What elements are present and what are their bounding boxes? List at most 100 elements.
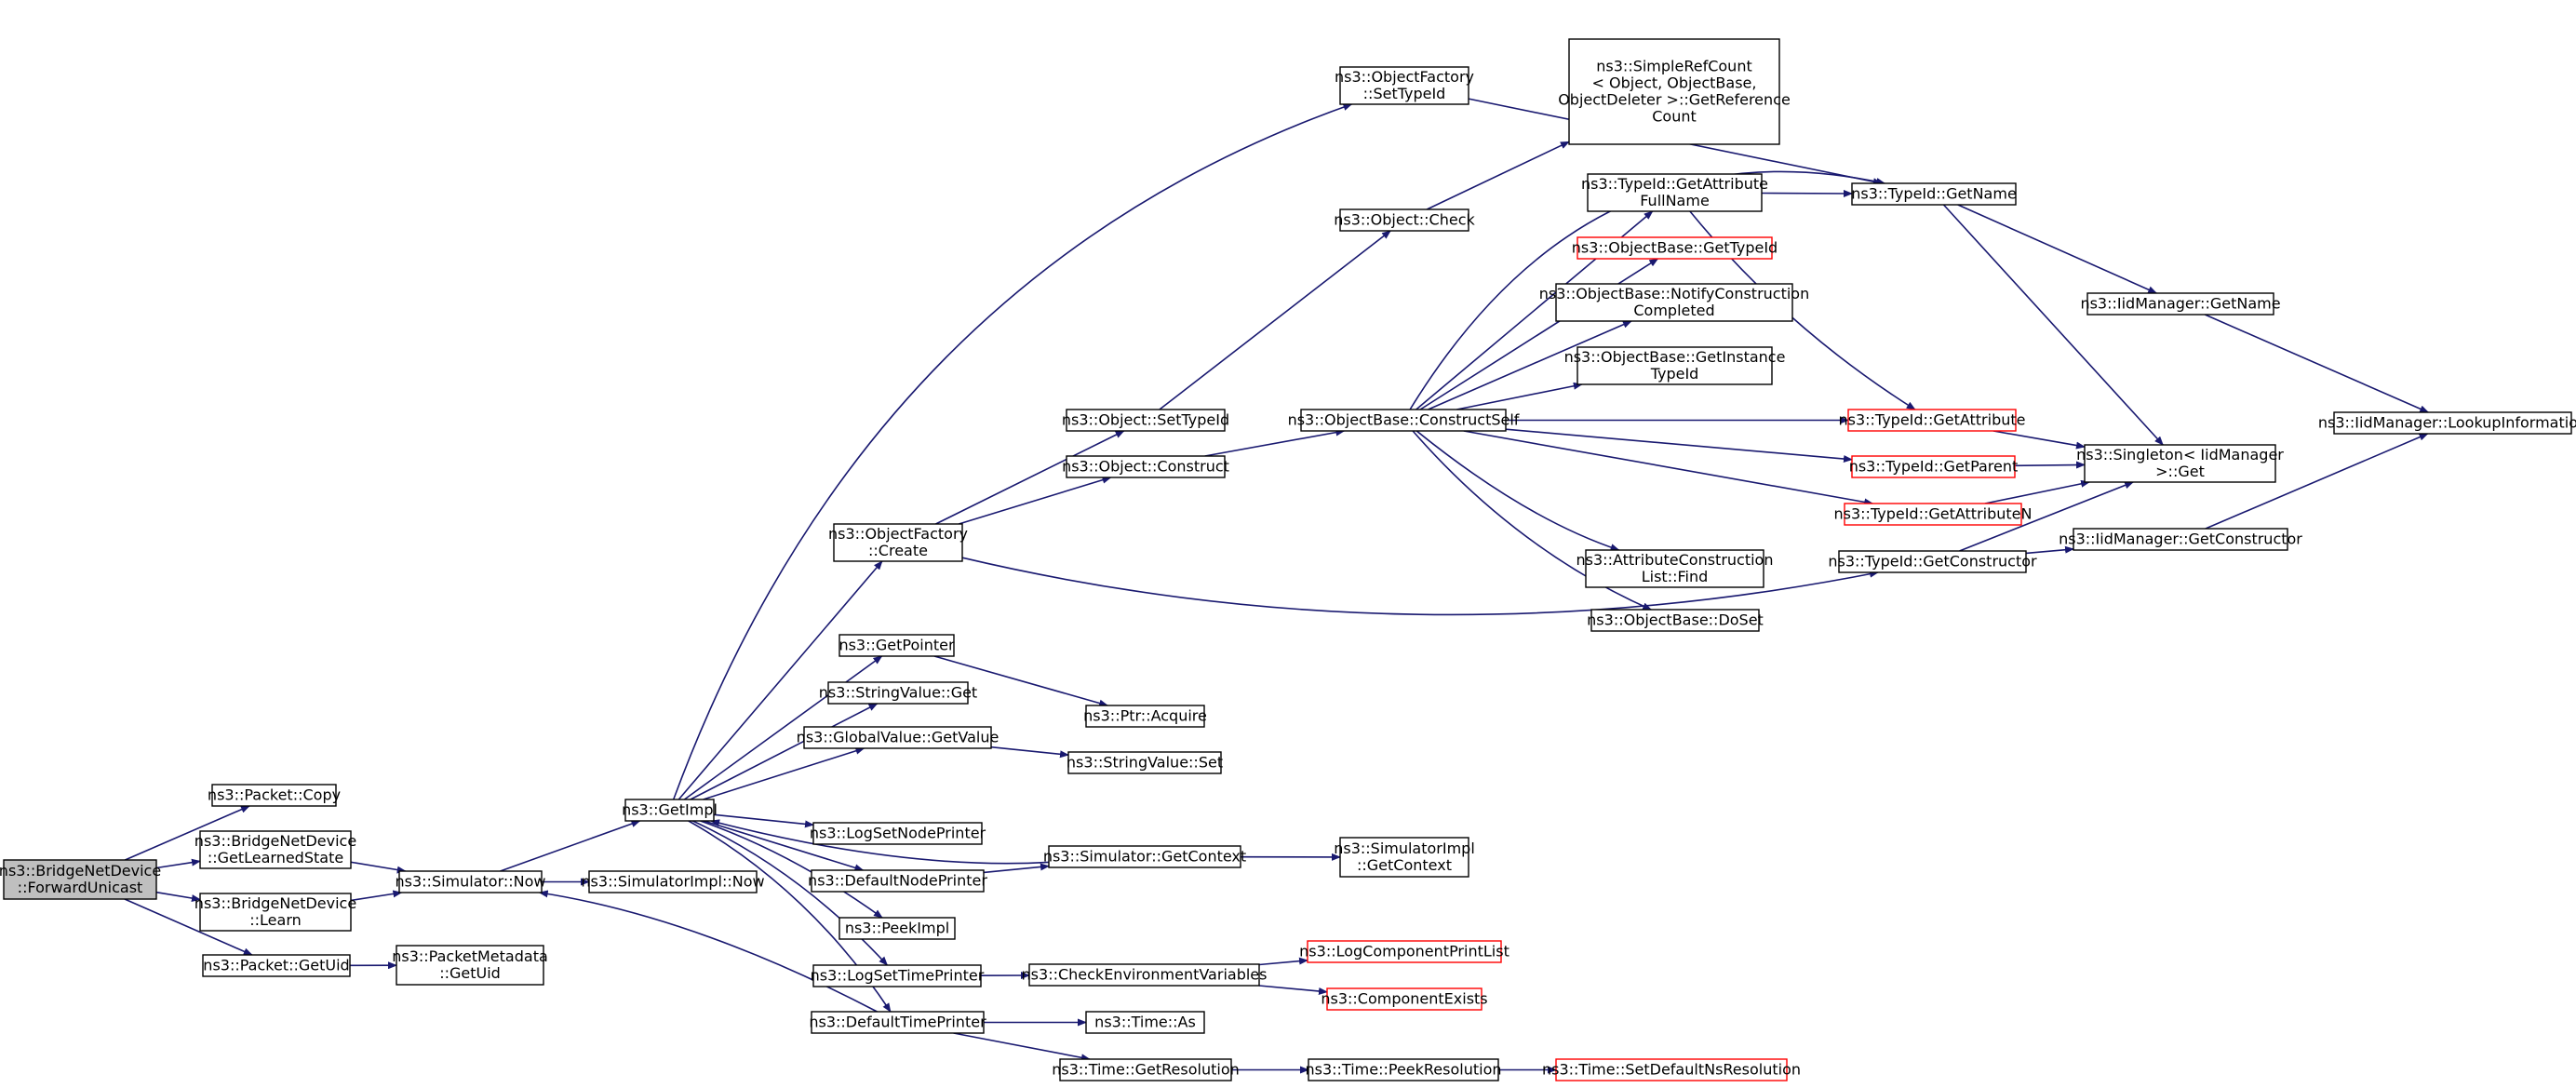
function-node-stringvalue-set[interactable]: ns3::StringValue::Set	[1067, 751, 1223, 774]
node-label: ::Learn	[249, 911, 302, 929]
function-node-packet-copy[interactable]: ns3::Packet::Copy	[208, 784, 341, 807]
node-box	[1844, 503, 2022, 526]
function-node-iidmanager-lookupinformation[interactable]: ns3::IidManager::LookupInformation	[2318, 411, 2576, 435]
function-node-singleton-get[interactable]: ns3::Singleton< IidManager>::Get	[2076, 444, 2284, 483]
function-node-ptr-acquire[interactable]: ns3::Ptr::Acquire	[1083, 705, 1207, 728]
function-node-typeid-getattributen[interactable]: ns3::TypeId::GetAttributeN	[1834, 503, 2033, 526]
node-label: ObjectDeleter >::GetReference	[1558, 91, 1791, 109]
node-box	[1066, 409, 1226, 432]
node-label: TypeId	[1650, 365, 1699, 383]
node-label: >::Get	[2155, 463, 2205, 480]
node-label: ns3::Packet::GetUid	[203, 957, 349, 974]
node-label: ns3::CheckEnvironmentVariables	[1022, 966, 1268, 984]
function-node-iidmanager-getname[interactable]: ns3::IidManager::GetName	[2080, 292, 2281, 316]
node-box	[588, 870, 758, 893]
function-node-stringvalue-get[interactable]: ns3::StringValue::Get	[819, 681, 977, 705]
node-label: ns3::BridgeNetDevice	[195, 832, 356, 850]
function-node-typeid-getattribute[interactable]: ns3::TypeId::GetAttribute	[1838, 409, 2026, 432]
node-label: ns3::Singleton< IidManager	[2076, 446, 2284, 463]
node-label: ns3::StringValue::Get	[819, 684, 977, 702]
node-label: ns3::Packet::Copy	[208, 786, 341, 804]
node-label: < Object, ObjectBase,	[1592, 74, 1757, 92]
call-edge-iidmanager_getconstructor-to-iidmanager_lookupinformation	[2205, 433, 2429, 530]
function-node-time-peekresolution[interactable]: ns3::Time::PeekResolution	[1305, 1058, 1502, 1081]
node-label: Count	[1652, 108, 1697, 126]
node-label: ns3::ObjectFactory	[1335, 68, 1474, 86]
node-box	[1326, 987, 1483, 1011]
function-node-getpointer[interactable]: ns3::GetPointer	[839, 634, 955, 657]
function-node-getlearnedstate[interactable]: ns3::BridgeNetDevice::GetLearnedState	[195, 830, 356, 869]
function-node-checkenvvars[interactable]: ns3::CheckEnvironmentVariables	[1022, 963, 1268, 987]
function-node-ob-gettypeid[interactable]: ns3::ObjectBase::GetTypeId	[1572, 236, 1778, 260]
function-node-typeid-getname[interactable]: ns3::TypeId::GetName	[1851, 182, 2017, 206]
function-node-packet-getuid[interactable]: ns3::Packet::GetUid	[202, 954, 351, 977]
function-node-componentexists[interactable]: ns3::ComponentExists	[1321, 987, 1488, 1011]
call-edge-ob_constructself-to-ob_gettypeid	[1419, 258, 1659, 410]
node-label: ns3::SimpleRefCount	[1596, 58, 1751, 75]
node-label: ns3::ComponentExists	[1321, 990, 1487, 1008]
function-node-sim-now[interactable]: ns3::Simulator::Now	[396, 870, 546, 893]
function-node-simplerefcount[interactable]: ns3::SimpleRefCount< Object, ObjectBase,…	[1558, 38, 1791, 145]
call-edge-typeid_getparent-to-singleton_get	[2014, 461, 2086, 469]
node-label: ns3::LogSetTimePrinter	[811, 967, 985, 985]
node-label: ns3::DefaultNodePrinter	[808, 872, 987, 890]
function-node-logsetnodeprinter[interactable]: ns3::LogSetNodePrinter	[810, 822, 986, 845]
function-node-globalvalue-getvalue[interactable]: ns3::GlobalValue::GetValue	[797, 726, 1000, 749]
function-node-getimpl[interactable]: ns3::GetImpl	[622, 799, 718, 822]
node-label: ns3::Time::As	[1094, 1014, 1196, 1031]
function-node-typeid-getparent[interactable]: ns3::TypeId::GetParent	[1849, 455, 2019, 478]
function-node-iidmanager-getconstructor[interactable]: ns3::IidManager::GetConstructor	[2059, 528, 2302, 551]
node-label: ns3::ObjectBase::DoSet	[1587, 611, 1764, 629]
call-edge-getimpl-to-logsetnodeprinter	[713, 813, 814, 828]
function-node-ob-constructself[interactable]: ns3::ObjectBase::ConstructSelf	[1288, 409, 1520, 432]
call-edge-typeid_getconstructor-to-singleton_get	[1959, 481, 2135, 552]
function-node-simimpl-now[interactable]: ns3::SimulatorImpl::Now	[581, 870, 765, 893]
call-edge-ob_constructself-to-attributeconstructionlist_find	[1415, 430, 1620, 551]
function-node-ob-notifyconstructioncompleted[interactable]: ns3::ObjectBase::NotifyConstructionCompl…	[1539, 283, 1809, 322]
node-label: ::GetUid	[439, 964, 501, 982]
node-label: ns3::Object::SetTypeId	[1062, 411, 1229, 429]
function-node-defaulttimeprinter[interactable]: ns3::DefaultTimePrinter	[809, 1011, 986, 1034]
function-node-logsettimeprinter[interactable]: ns3::LogSetTimePrinter	[811, 964, 985, 987]
function-node-root[interactable]: ns3::BridgeNetDevice::ForwardUnicast	[0, 859, 161, 900]
function-node-packetmetadata-getuid[interactable]: ns3::PacketMetadata::GetUid	[392, 945, 548, 986]
call-edge-typeid_getattribute-to-singleton_get	[1992, 430, 2086, 450]
function-node-object-check[interactable]: ns3::Object::Check	[1334, 208, 1476, 232]
node-box	[839, 917, 956, 940]
call-edge-defaulttimeprinter-to-time_getresolution	[953, 1032, 1091, 1062]
function-node-time-setdefaultnsresolution[interactable]: ns3::Time::SetDefaultNsResolution	[1542, 1058, 1801, 1081]
edges-layer	[124, 98, 2430, 1074]
function-node-of-settypeid[interactable]: ns3::ObjectFactory::SetTypeId	[1335, 66, 1474, 105]
node-box	[199, 830, 352, 869]
call-edge-checkenvvars-to-componentexists	[1258, 985, 1328, 995]
node-label: ns3::Object::Construct	[1062, 458, 1229, 476]
call-edge-root-to-learn	[155, 891, 201, 902]
function-node-object-construct[interactable]: ns3::Object::Construct	[1062, 455, 1229, 478]
function-node-time-getresolution[interactable]: ns3::Time::GetResolution	[1052, 1058, 1240, 1081]
function-node-time-as[interactable]: ns3::Time::As	[1085, 1011, 1205, 1034]
function-node-ob-doset[interactable]: ns3::ObjectBase::DoSet	[1587, 609, 1764, 632]
function-node-typeid-getconstructor[interactable]: ns3::TypeId::GetConstructor	[1828, 550, 2037, 573]
function-node-peekimpl[interactable]: ns3::PeekImpl	[839, 917, 956, 940]
node-label: ::ForwardUnicast	[18, 879, 143, 896]
node-box	[839, 634, 955, 657]
function-node-simimpl-getcontext[interactable]: ns3::SimulatorImpl::GetContext	[1334, 837, 1475, 878]
function-node-object-settypeid[interactable]: ns3::Object::SetTypeId	[1062, 409, 1229, 432]
call-edge-ob_constructself-to-typeid_getattributen	[1463, 430, 1874, 506]
function-node-defaultnodeprinter[interactable]: ns3::DefaultNodePrinter	[808, 869, 987, 893]
function-node-learn[interactable]: ns3::BridgeNetDevice::Learn	[195, 893, 356, 932]
node-box	[1307, 940, 1502, 963]
node-box	[624, 799, 715, 822]
node-box	[1851, 182, 2017, 206]
node-label: ns3::IidManager::GetName	[2080, 295, 2280, 313]
function-node-logcomponentprintlist[interactable]: ns3::LogComponentPrintList	[1299, 940, 1509, 963]
function-node-of-create[interactable]: ns3::ObjectFactory::Create	[828, 523, 968, 562]
node-label: ns3::IidManager::GetConstructor	[2059, 531, 2302, 548]
function-node-sim-getcontext[interactable]: ns3::Simulator::GetContext	[1043, 845, 1246, 868]
node-box	[1585, 549, 1764, 588]
call-edge-checkenvvars-to-logcomponentprintlist	[1258, 957, 1308, 966]
